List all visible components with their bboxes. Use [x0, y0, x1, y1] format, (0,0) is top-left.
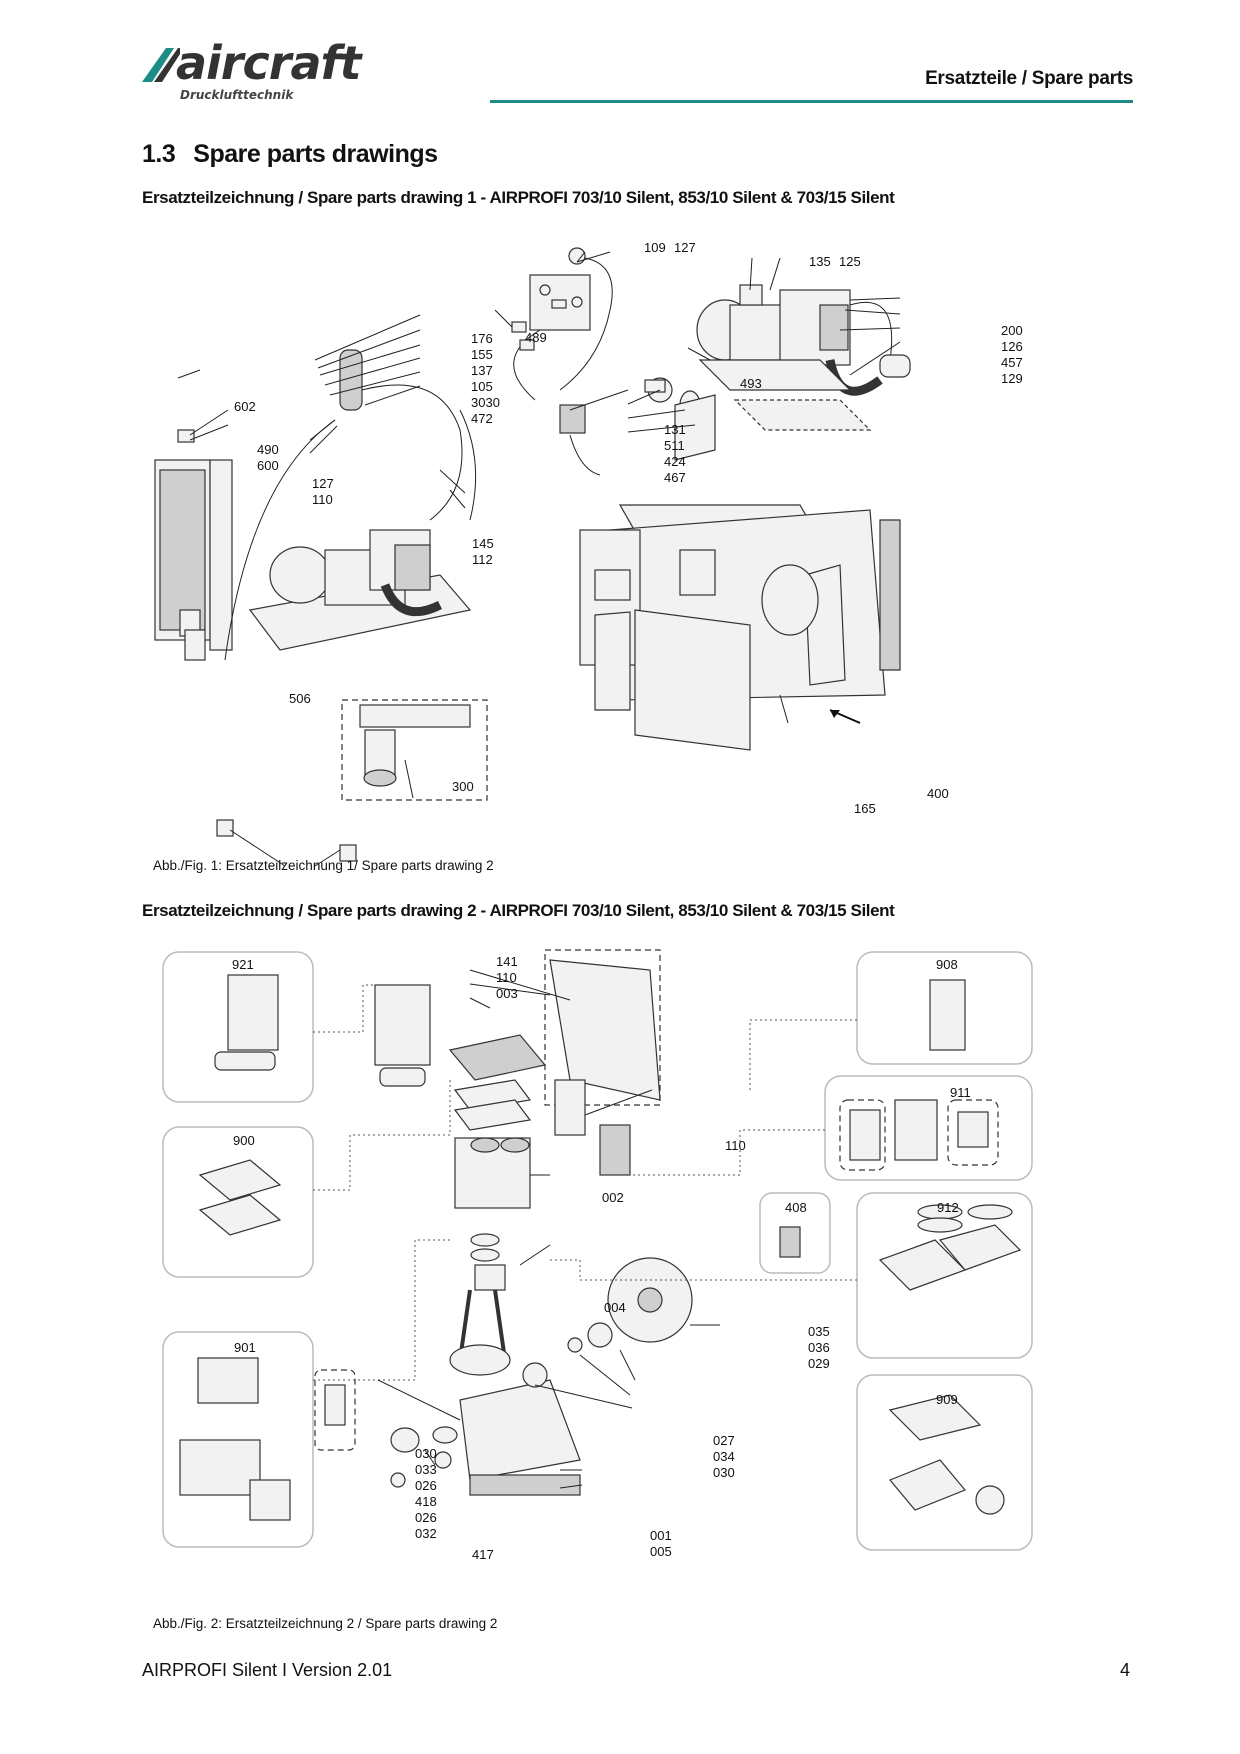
label: 036 [808, 1340, 830, 1355]
label: 489 [525, 330, 547, 345]
spare-parts-drawing-2: 921 141 110 003 908 911 900 110 002 408 … [162, 949, 1033, 1562]
logo-wordmark: aircraft [176, 36, 361, 90]
detail-300-foot [341, 699, 488, 801]
label: 408 [785, 1200, 807, 1215]
label: 112 [472, 552, 493, 567]
label: 506 [289, 691, 311, 706]
label: 493 [740, 376, 762, 391]
leader-lines-2 [377, 969, 720, 1489]
leader-lines-1 [177, 251, 901, 799]
header-rule [490, 100, 1133, 103]
label: 005 [650, 1544, 672, 1559]
label: 472 [471, 411, 493, 426]
label: 033 [415, 1462, 437, 1477]
label: 600 [257, 458, 279, 473]
label: 3030 [471, 395, 500, 410]
label: 032 [415, 1526, 437, 1541]
label: 467 [664, 470, 686, 485]
label: 003 [496, 986, 518, 1001]
label: 417 [472, 1547, 494, 1562]
label: 001 [650, 1528, 672, 1543]
logo-mark-icon [142, 48, 180, 82]
drawing-1-title: Ersatzteilzeichnung / Spare parts drawin… [142, 188, 895, 207]
label: 030 [415, 1446, 437, 1461]
dotted-connectors [313, 984, 857, 1381]
label: 900 [233, 1133, 255, 1148]
label: 921 [232, 957, 254, 972]
aircraft-logo: aircraft Drucklufttechnik [140, 36, 370, 104]
label: 145 [472, 536, 494, 551]
compressor-base-unit [216, 349, 477, 867]
label: 110 [725, 1138, 746, 1153]
label: 127 [674, 240, 696, 255]
kit-contents [179, 974, 1022, 1521]
section-heading: Spare parts drawings [193, 140, 438, 168]
label: 300 [452, 779, 474, 794]
pump-assembly [314, 949, 693, 1496]
label: 200 [1001, 323, 1023, 338]
drawing-2-title: Ersatzteilzeichnung / Spare parts drawin… [142, 901, 895, 920]
section-number: 1.3 [142, 140, 176, 168]
control-panel [511, 247, 716, 476]
label: 126 [1001, 339, 1023, 354]
drawing-1-caption: Abb./Fig. 1: Ersatzteilzeichnung 1/ Spar… [153, 858, 494, 873]
label: 400 [927, 786, 949, 801]
label: 908 [936, 957, 958, 972]
label: 511 [664, 438, 685, 453]
label: 912 [937, 1200, 959, 1215]
label: 490 [257, 442, 279, 457]
page-number: 4 [1119, 1660, 1130, 1680]
label: 026 [415, 1510, 437, 1525]
silent-cabinet-housing [579, 504, 901, 751]
part-labels-2: 921 141 110 003 908 911 900 110 002 408 … [232, 954, 971, 1562]
label: 176 [471, 331, 493, 346]
control-cabinet [154, 429, 233, 661]
label: 029 [808, 1356, 830, 1371]
label: 909 [936, 1392, 958, 1407]
label: 137 [471, 363, 493, 378]
label: 105 [471, 379, 493, 394]
label: 110 [496, 970, 517, 985]
logo-tagline: Drucklufttechnik [180, 88, 294, 102]
drawing-2-caption: Abb./Fig. 2: Ersatzteilzeichnung 2 / Spa… [153, 1616, 498, 1631]
label: 004 [604, 1300, 626, 1315]
section-title: 1.3 Spare parts drawings [142, 140, 438, 169]
label: 129 [1001, 371, 1023, 386]
label: 901 [234, 1340, 256, 1355]
label: 035 [808, 1324, 830, 1339]
label: 027 [713, 1433, 735, 1448]
label: 135 [809, 254, 831, 269]
label: 110 [312, 492, 333, 507]
label: 457 [1001, 355, 1023, 370]
label: 155 [471, 347, 493, 362]
spare-parts-drawing-1: 109 127 135 125 176 155 137 105 3030 472… [154, 240, 1023, 867]
compressor-motor-unit [696, 284, 911, 431]
label: 131 [664, 422, 686, 437]
label: 109 [644, 240, 666, 255]
header-title: Ersatzteile / Spare parts [925, 68, 1133, 89]
label: 418 [415, 1494, 437, 1509]
label: 911 [950, 1085, 971, 1100]
label: 424 [664, 454, 686, 469]
label: 125 [839, 254, 861, 269]
part-labels-1: 109 127 135 125 176 155 137 105 3030 472… [234, 240, 1023, 816]
label: 030 [713, 1465, 735, 1480]
label: 141 [496, 954, 518, 969]
label: 127 [312, 476, 334, 491]
label: 026 [415, 1478, 437, 1493]
label: 034 [713, 1449, 735, 1464]
label: 002 [602, 1190, 624, 1205]
label: 602 [234, 399, 256, 414]
footer-version: AIRPROFI Silent I Version 2.01 [142, 1660, 393, 1680]
label: 165 [854, 801, 876, 816]
